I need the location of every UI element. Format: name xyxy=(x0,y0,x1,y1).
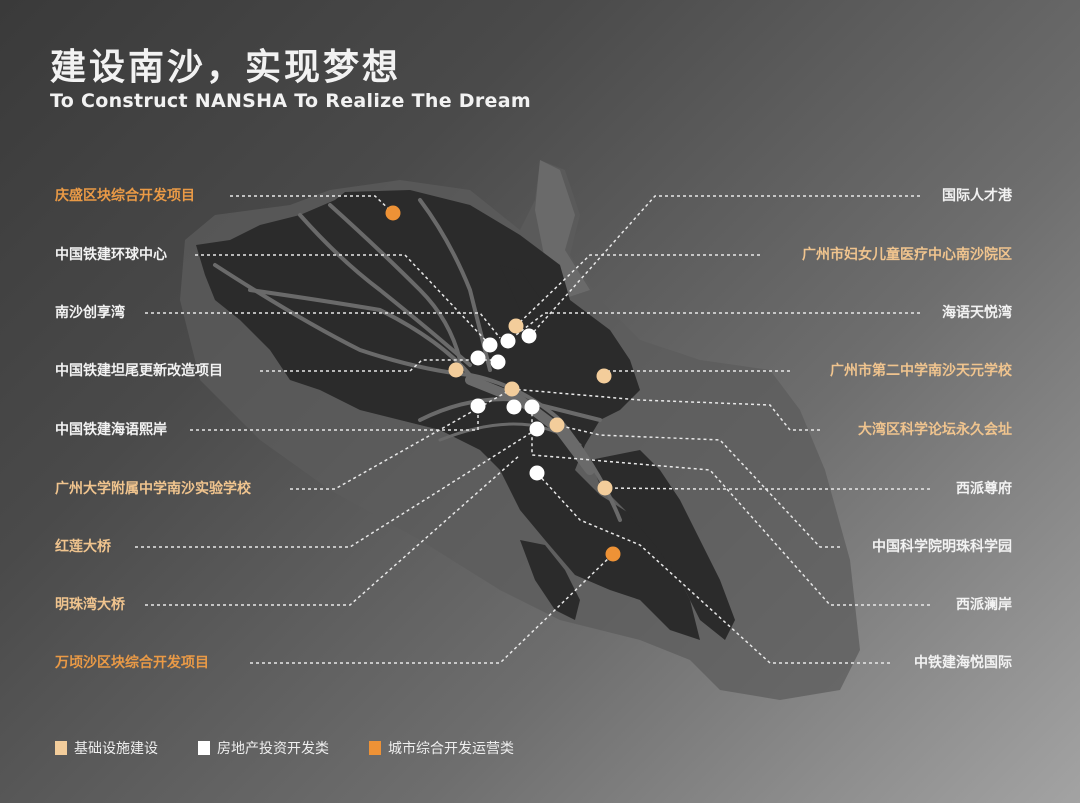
legend-swatch-urban-operation xyxy=(369,741,381,755)
map-label: 国际人才港 xyxy=(942,188,1012,204)
map-label: 广州大学附属中学南沙实验学校 xyxy=(55,481,251,497)
map-label: 红莲大桥 xyxy=(55,539,111,555)
map-label: 中国铁建坦尾更新改造项目 xyxy=(55,363,223,379)
project-point-infrastructure xyxy=(508,318,524,334)
legend-label: 基础设施建设 xyxy=(74,741,158,757)
page-subtitle: To Construct NANSHA To Realize The Dream xyxy=(50,90,531,112)
project-point-urban-operation xyxy=(605,546,621,562)
legend-item-urban-operation: 城市综合开发运营类 xyxy=(369,738,514,758)
map-label: 南沙创享湾 xyxy=(55,305,125,321)
map-label: 西派尊府 xyxy=(956,481,1012,497)
map-label: 中国铁建环球中心 xyxy=(55,247,167,263)
project-point-infrastructure xyxy=(596,368,612,384)
map-rivers xyxy=(213,198,622,522)
project-point-real-estate xyxy=(490,354,506,370)
project-point-real-estate xyxy=(500,333,516,349)
map-label: 中国铁建海语熙岸 xyxy=(55,422,167,438)
project-point-infrastructure xyxy=(549,417,565,433)
project-points xyxy=(385,205,621,562)
legend-swatch-infrastructure xyxy=(55,741,67,755)
map-label: 万顷沙区块综合开发项目 xyxy=(55,655,209,671)
project-point-real-estate xyxy=(482,337,498,353)
map-label: 西派澜岸 xyxy=(956,597,1012,613)
legend-label: 房地产投资开发类 xyxy=(217,741,329,757)
map-label: 庆盛区块综合开发项目 xyxy=(55,188,195,204)
project-point-infrastructure xyxy=(504,381,520,397)
map-label: 中国科学院明珠科学园 xyxy=(872,539,1012,555)
project-point-real-estate xyxy=(470,398,486,414)
project-point-real-estate xyxy=(524,399,540,415)
page-title: 建设南沙，实现梦想 xyxy=(50,47,402,88)
project-point-real-estate xyxy=(521,328,537,344)
map-label: 广州市第二中学南沙天元学校 xyxy=(830,363,1012,379)
legend-item-infrastructure: 基础设施建设 xyxy=(55,738,158,758)
map-label: 海语天悦湾 xyxy=(942,305,1012,321)
project-point-real-estate xyxy=(529,465,545,481)
project-point-infrastructure xyxy=(597,480,613,496)
project-point-real-estate xyxy=(506,399,522,415)
legend-swatch-real-estate xyxy=(198,741,210,755)
map-label: 大湾区科学论坛永久会址 xyxy=(858,422,1012,438)
project-point-infrastructure xyxy=(448,362,464,378)
project-point-real-estate xyxy=(529,421,545,437)
legend-item-real-estate: 房地产投资开发类 xyxy=(198,738,329,758)
map-label: 明珠湾大桥 xyxy=(55,597,125,613)
map-label: 广州市妇女儿童医疗中心南沙院区 xyxy=(802,247,1012,263)
leader-lines xyxy=(135,195,930,664)
project-point-real-estate xyxy=(470,350,486,366)
map-label: 中铁建海悦国际 xyxy=(914,655,1012,671)
project-point-urban-operation xyxy=(385,205,401,221)
legend: 基础设施建设 房地产投资开发类 城市综合开发运营类 xyxy=(55,738,514,758)
legend-label: 城市综合开发运营类 xyxy=(388,741,514,757)
